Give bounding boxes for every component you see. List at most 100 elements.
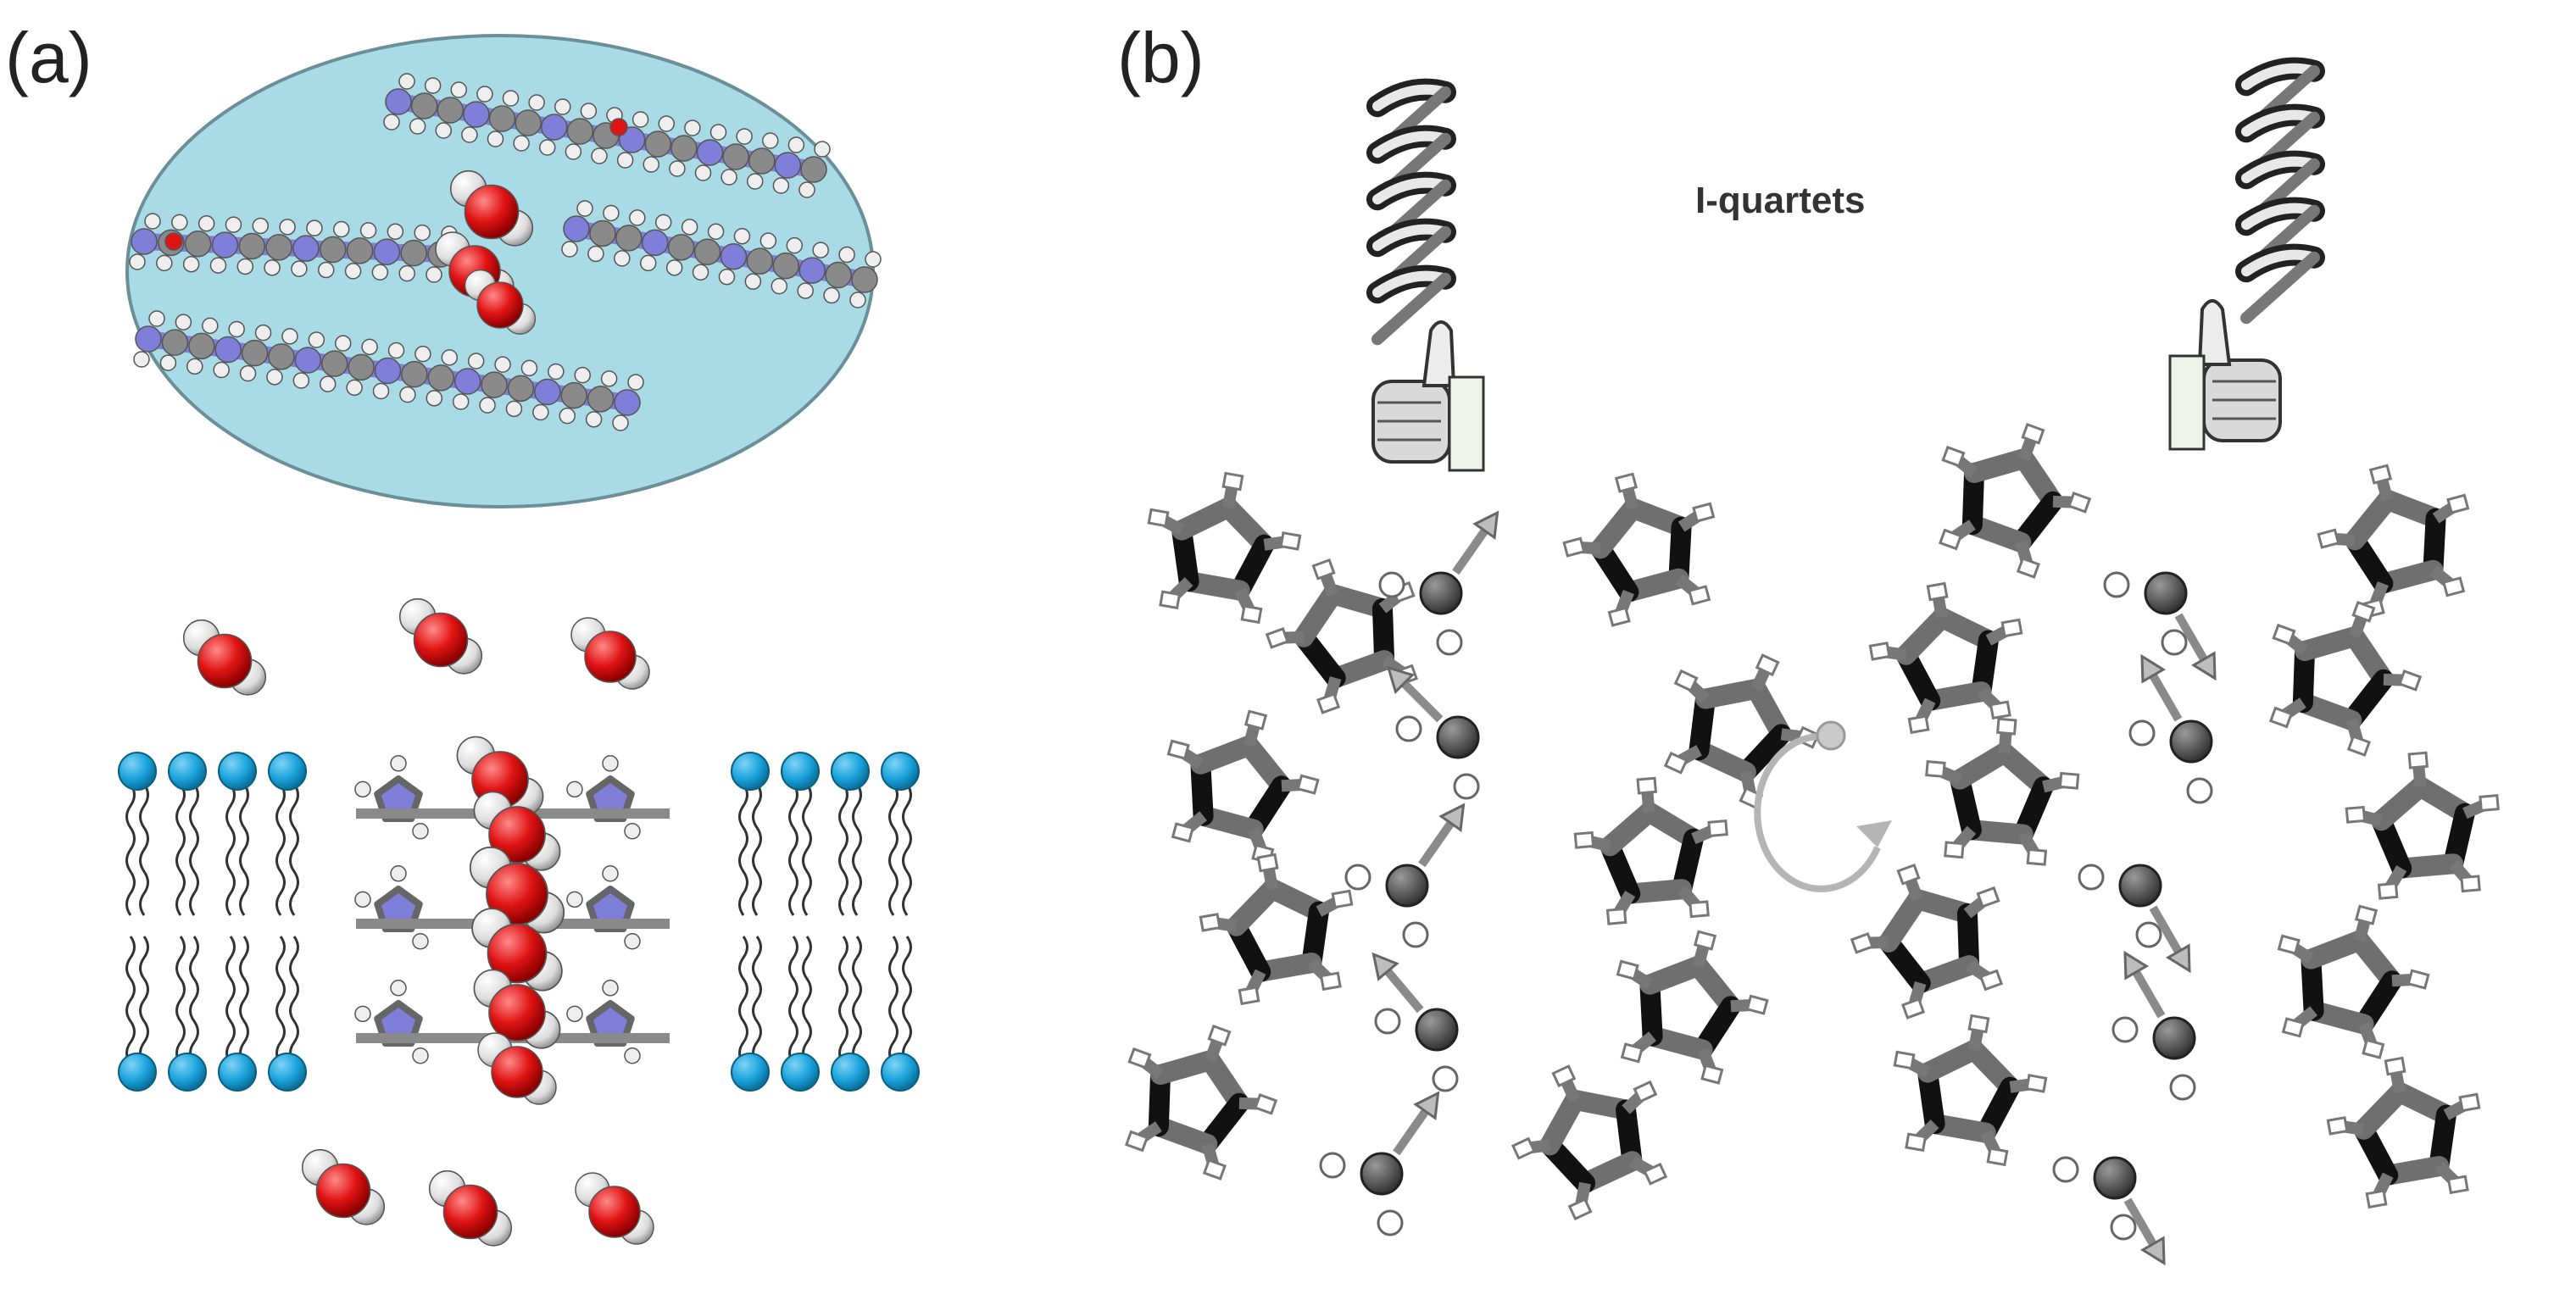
oxygen-atom [464,184,520,240]
panel-b [1124,57,2500,1266]
chain-hydrogen [823,286,840,304]
ring-hydrogen [1573,831,1595,849]
chain-hydrogen [665,259,683,276]
chain-atom [265,234,292,261]
chain-hydrogen [228,320,245,338]
chain-hydrogen [213,361,230,379]
lipid-head [831,1053,870,1092]
proton-arrow-shaft [1400,680,1444,723]
ring-hydrogen [1893,1050,1916,1070]
ring-hydrogen [1265,627,1289,649]
chain-atom [131,228,158,255]
proton-arrow-head [2165,943,2191,974]
ring-bond [1600,802,1660,857]
lipid-tail [838,783,848,916]
ring-hydrogen [1616,959,1639,981]
lipid-head [118,1053,157,1092]
chain-hydrogen [513,135,530,152]
thumb [2197,299,2232,366]
proton-arrow-head [1472,510,1499,540]
chain-hydrogen [387,342,405,359]
ring-bond [2353,1081,2410,1140]
chain-hydrogen [759,232,777,249]
ring-hydrogen [1243,709,1268,731]
chain-hydrogen [306,219,323,236]
chain-atom [587,386,615,413]
ring-bond [1294,584,1344,647]
lipid-tail [225,783,236,916]
chain-hydrogen [631,111,649,128]
ring-hydrogen [1511,1136,1536,1160]
ring-hydrogen [1207,1024,1232,1047]
chain-atom [800,156,827,183]
chain-hydrogen [334,335,352,352]
ring-hydrogen [2442,576,2466,597]
ring-hydrogen [1643,1162,1668,1186]
lipid-tail [275,783,286,916]
panel-a [118,34,920,1247]
chain-atom [348,353,375,381]
ring-hydrogen [1240,604,1263,625]
chain-hydrogen [528,94,545,111]
ring-hydrogen [1202,1158,1227,1181]
ring-bond [1878,889,1928,953]
water-molecule [182,619,267,696]
ring-hydrogen [2377,881,2399,900]
chain-hydrogen [865,251,882,268]
ring-hydrogen [1636,776,1658,795]
chain-hydrogen [291,260,308,277]
chain-atom [427,364,455,392]
ring-bond [1964,448,2034,483]
oxygen-atom [442,1184,498,1240]
chain-hydrogen [747,173,764,190]
chain-hydrogen [175,314,192,331]
ring-hydrogen [1978,969,2004,992]
rotation-pivot-atom [1816,720,1846,751]
lipid-tail [239,936,249,1064]
ring-hydrogen [1907,714,1930,735]
chain-hydrogen [435,122,452,139]
oxygen-atom [1360,1152,1404,1196]
imidazole-ring [2326,1056,2481,1209]
lipid-tail [902,783,912,916]
ring-hydrogen [390,755,407,772]
imidazole-chain [383,73,831,198]
lipid-tail [225,936,236,1064]
water-wire-atoms [1319,510,2217,1266]
ring-hydrogen [412,823,429,840]
chain-atom [268,343,295,370]
imidazole-ring [2317,464,2470,619]
water-molecule [456,736,544,816]
ring-hydrogen [1256,853,1279,873]
hydrogen-atom [1453,773,1480,800]
rotation-arc [1754,732,1881,892]
ring-hydrogen [354,1005,371,1023]
chain-hydrogen [424,77,442,94]
ring-hydrogen [1976,886,2000,908]
chain-hydrogen [186,358,203,375]
ring-hydrogen [354,781,371,798]
lipid-tail [852,936,862,1064]
chain-atom [534,378,561,406]
ring-hydrogen [1663,751,1689,775]
imidazole-ring [1938,422,2092,579]
chain-atom [385,88,412,115]
chain-hydrogen [359,222,377,239]
cuff [2168,354,2206,451]
bulk-water-molecules [182,597,654,1247]
imidazole-ring [1893,1014,2048,1167]
rotation-arrow-icon [1754,720,1892,892]
chain-hydrogen [399,386,416,403]
chain-atom [238,232,266,260]
ring-hydrogen [2326,1116,2349,1136]
chain-hydrogen [520,359,538,377]
ring-hydrogen [2026,847,2048,866]
chain-hydrogen [202,317,219,335]
water-molecule [1344,803,1466,948]
ring-hydrogen [1607,606,1631,627]
chain-hydrogen [182,255,200,273]
ring-hydrogen [566,781,583,798]
chain-atom [825,261,852,289]
oxygen-atom [164,232,183,251]
lipid-tail [275,936,286,1064]
